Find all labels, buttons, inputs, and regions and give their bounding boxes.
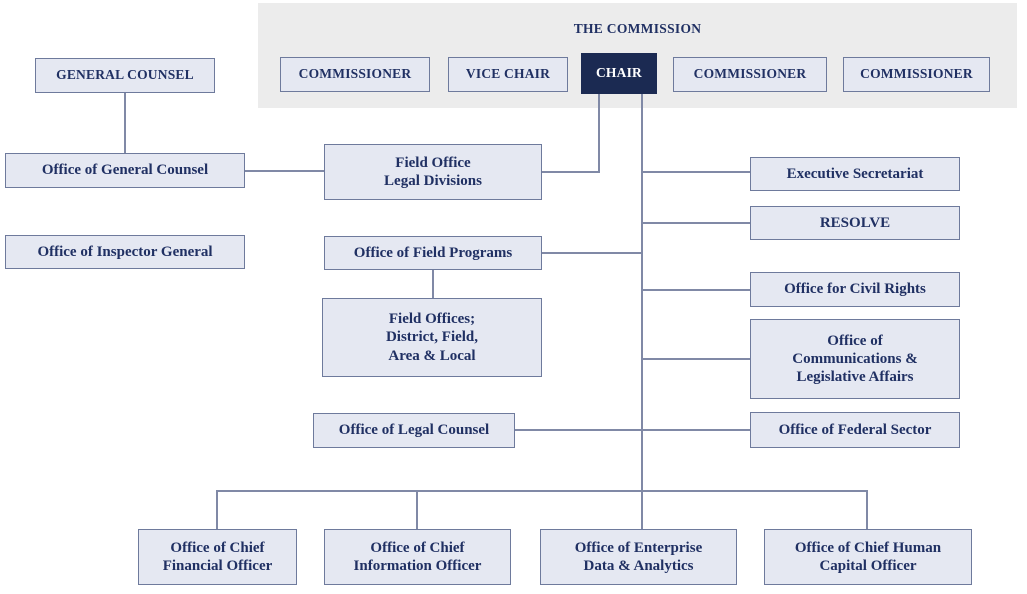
node-field-office-legal-divisions: Field Office Legal Divisions (324, 144, 542, 200)
connector-trunk (641, 94, 643, 529)
node-office-for-civil-rights: Office for Civil Rights (750, 272, 960, 307)
node-office-of-federal-sector: Office of Federal Sector (750, 412, 960, 448)
connector-to-civil-rights (642, 289, 750, 291)
node-commissioner-3: COMMISSIONER (843, 57, 990, 92)
node-commissioner-2: COMMISSIONER (673, 57, 827, 92)
connector-chair-left-drop (598, 94, 600, 173)
connector-general-counsel-down (124, 93, 126, 153)
node-office-of-communications-and-legislative-affairs: Office of Communications & Legislative A… (750, 319, 960, 399)
connector-to-executive-secretariat (642, 171, 750, 173)
node-general-counsel: GENERAL COUNSEL (35, 58, 215, 93)
node-office-of-chief-information-officer: Office of Chief Information Officer (324, 529, 511, 585)
node-commissioner-1: COMMISSIONER (280, 57, 430, 92)
connector-ogc-to-legal-divisions (245, 170, 324, 172)
node-resolve: RESOLVE (750, 206, 960, 240)
node-chair: CHAIR (581, 53, 657, 94)
node-executive-secretariat: Executive Secretariat (750, 157, 960, 191)
node-office-of-field-programs: Office of Field Programs (324, 236, 542, 270)
node-office-of-general-counsel: Office of General Counsel (5, 153, 245, 188)
node-office-of-legal-counsel: Office of Legal Counsel (313, 413, 515, 448)
connector-to-field-programs (542, 252, 642, 254)
connector-to-resolve (642, 222, 750, 224)
connector-to-communications (642, 358, 750, 360)
connector-legal-counsel-federal-sector (515, 429, 750, 431)
node-office-of-enterprise-data-and-analytics: Office of Enterprise Data & Analytics (540, 529, 737, 585)
node-vice-chair: VICE CHAIR (448, 57, 568, 92)
node-office-of-chief-human-capital-officer: Office of Chief Human Capital Officer (764, 529, 972, 585)
connector-to-financial-officer (216, 490, 218, 529)
node-field-offices: Field Offices; District, Field, Area & L… (322, 298, 542, 377)
connector-bottom-distribution (216, 490, 867, 492)
connector-elbow-to-legal-divisions (542, 171, 600, 173)
chart-title: THE COMMISSION (573, 21, 702, 36)
connector-to-information-officer (416, 490, 418, 529)
connector-to-human-capital-officer (866, 490, 868, 529)
connector-field-programs-down (432, 270, 434, 298)
node-office-of-inspector-general: Office of Inspector General (5, 235, 245, 269)
node-office-of-chief-financial-officer: Office of Chief Financial Officer (138, 529, 297, 585)
